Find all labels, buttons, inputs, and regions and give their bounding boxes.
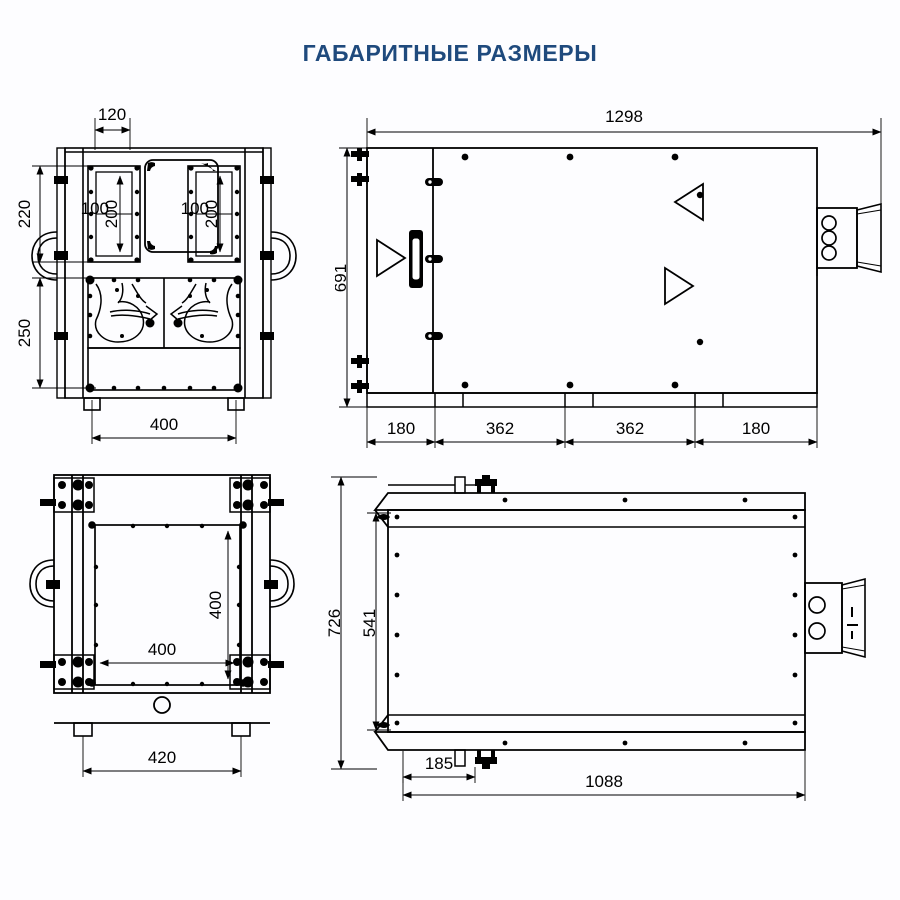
dim-220-group: 220 xyxy=(15,165,96,263)
connection-box xyxy=(816,202,882,276)
mounting-brackets-left xyxy=(351,148,369,393)
side-rails xyxy=(56,147,272,399)
dim-1298-group: 1298 xyxy=(366,107,882,204)
dim-185-group: 185 xyxy=(402,751,476,783)
dim-100-left: 100 xyxy=(81,199,109,218)
dim-100-right: 100 xyxy=(181,199,209,218)
dim-1298: 1298 xyxy=(605,107,643,126)
left-port-panel: 100 200 xyxy=(81,165,141,263)
feet xyxy=(83,397,245,411)
connection-box xyxy=(804,577,866,659)
hinges xyxy=(425,178,443,340)
dim-691-group: 691 xyxy=(335,147,369,408)
dim-726: 726 xyxy=(325,609,344,637)
dim-200-left: 200 xyxy=(102,200,121,228)
dim-180-right: 180 xyxy=(742,419,770,438)
dim-726-group: 726 xyxy=(325,476,377,770)
dim-400-width: 400 xyxy=(150,415,178,434)
dim-362-a: 362 xyxy=(486,419,514,438)
chamfer-detail xyxy=(377,514,390,728)
center-access-panel xyxy=(144,159,219,255)
bottom-mounting-hardware xyxy=(454,749,497,769)
dim-250: 250 xyxy=(15,319,34,347)
dim-200-right: 200 xyxy=(202,200,221,228)
front-view: 100 200 100 200 xyxy=(15,105,297,444)
dim-250-group: 250 xyxy=(15,277,96,389)
fan-scroll-left xyxy=(94,282,159,343)
door-handle xyxy=(409,230,423,288)
latch-blocks xyxy=(54,176,274,340)
dim-362-b: 362 xyxy=(616,419,644,438)
top-mounting-hardware xyxy=(388,475,497,494)
dim-400-width2: 400 xyxy=(148,640,176,659)
feet xyxy=(73,722,251,737)
fan-scroll-right xyxy=(169,282,234,343)
flow-arrow-icon xyxy=(376,182,704,306)
dim-1088: 1088 xyxy=(585,772,623,791)
screw-points xyxy=(394,497,798,746)
dim-chain-bottom: 180 362 362 180 xyxy=(366,407,818,448)
handle-icon xyxy=(31,231,297,281)
drain-hole xyxy=(153,696,171,714)
dim-420-group: 420 xyxy=(82,736,242,777)
bracket-tabs xyxy=(40,499,284,668)
dim-420: 420 xyxy=(148,748,176,767)
dim-120-group: 120 xyxy=(94,105,131,150)
dim-220: 220 xyxy=(15,200,34,228)
dim-120: 120 xyxy=(98,105,126,124)
dim-400-group: 400 xyxy=(91,400,237,444)
top-view: 1298 691 180 362 xyxy=(335,107,882,448)
dim-1088-group: 1088 xyxy=(402,751,806,801)
cover-plates xyxy=(373,492,806,751)
dim-691: 691 xyxy=(335,264,350,292)
dim-400-height: 400 xyxy=(206,591,225,619)
dim-541-group: 541 xyxy=(360,512,391,731)
handle-icon xyxy=(29,559,295,608)
screw-points xyxy=(461,153,704,389)
right-port-panel: 100 200 xyxy=(181,165,241,263)
dim-185: 185 xyxy=(425,754,453,773)
side-view: 726 541 185 1088 xyxy=(325,475,866,801)
fan-section xyxy=(85,275,243,393)
page-title: ГАБАРИТНЫЕ РАЗМЕРЫ xyxy=(302,40,598,66)
base-rail xyxy=(366,392,818,408)
rear-view: 400 400 420 xyxy=(29,474,295,777)
dim-180-left: 180 xyxy=(387,419,415,438)
inner-duct-square: 400 400 xyxy=(88,521,247,687)
dim-541: 541 xyxy=(360,609,379,637)
frame-posts xyxy=(71,475,253,693)
